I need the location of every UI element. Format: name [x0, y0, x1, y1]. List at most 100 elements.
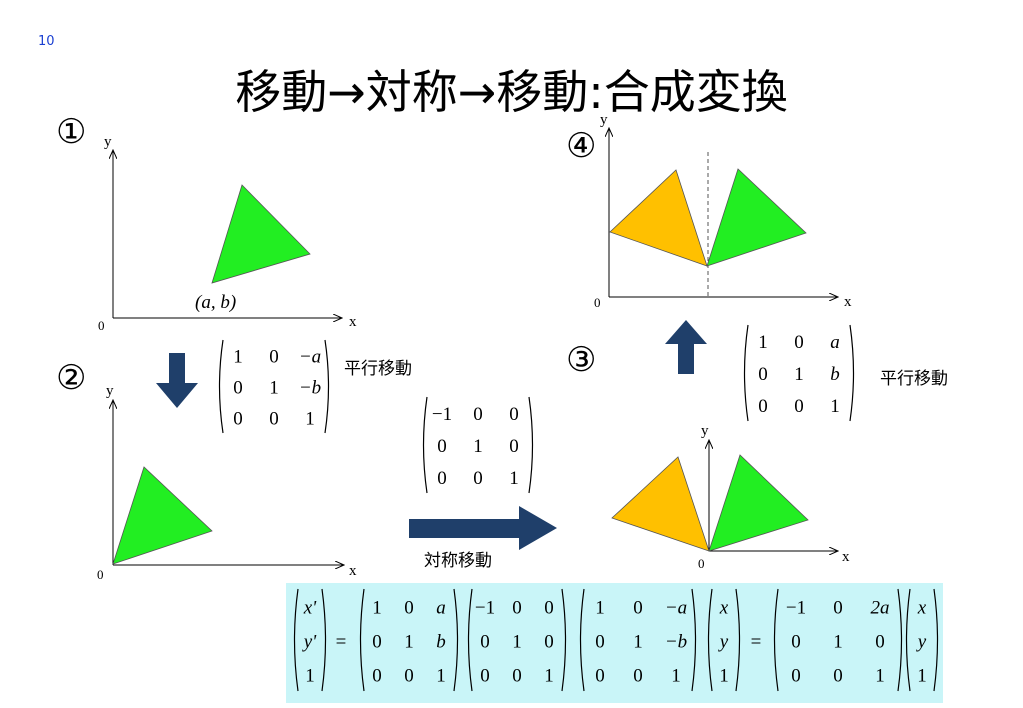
matrix-cell: 0 [833, 665, 843, 686]
matrix-cell: 0 [595, 631, 605, 652]
matrix-cell: 0 [875, 631, 885, 652]
formula-rhs-vector-2: xy 1 [916, 597, 927, 686]
matrix-cell: 0 [480, 665, 490, 686]
matrix-cell: 1 [758, 332, 768, 353]
matrix-cell: 0 [794, 396, 804, 417]
matrix-cell: b [436, 631, 446, 652]
triangle-green-3 [708, 454, 809, 552]
matrix-cell: 0 [233, 408, 243, 429]
matrix-cell: 1 [305, 408, 315, 429]
p3-origin: 0 [698, 556, 705, 571]
matrix-cell: 0 [437, 436, 447, 457]
slide-title: 移動→対称→移動:合成変換 [235, 65, 788, 119]
matrix-cell: 1 [875, 665, 885, 686]
matrix-cell: 0 [480, 631, 490, 652]
matrix-cell: x' [303, 597, 317, 618]
p1-y-label: y [104, 134, 112, 150]
matrix-cell: 1 [595, 597, 605, 618]
matrix-cell: −1 [475, 597, 495, 618]
matrix-cell: 0 [509, 436, 519, 457]
symmetric-label: 対称移動 [424, 551, 492, 571]
matrix-cell: x [719, 597, 729, 618]
matrix-cell: 1 [372, 597, 382, 618]
matrix-cell: 0 [794, 332, 804, 353]
p3-y-label: y [701, 423, 709, 439]
matrix-cell: 0 [372, 665, 382, 686]
matrix-cell: 1 [509, 468, 519, 489]
panel-3-axes: y x 0 [698, 423, 850, 571]
formula-rhs-vector-1: xy1 [718, 597, 729, 686]
matrix-cell: 1 [512, 631, 522, 652]
matrix-cell: 0 [437, 468, 447, 489]
matrix-cell: 0 [269, 408, 279, 429]
p4-y-label: y [600, 112, 608, 128]
matrix-cell: 1 [233, 346, 243, 367]
matrix-cell: 0 [758, 364, 768, 385]
matrix-cell: 0 [512, 665, 522, 686]
matrix-cell: 0 [269, 346, 279, 367]
p2-origin: 0 [97, 567, 104, 582]
triangle-orange-3 [611, 456, 710, 552]
matrix-cell: a [436, 597, 446, 618]
triangle-green-4 [706, 168, 807, 267]
matrix-cell: 0 [372, 631, 382, 652]
arrow-right-icon [409, 506, 557, 550]
matrix-cell: 0 [233, 377, 243, 398]
matrix-cell: y [916, 631, 927, 652]
panel-2-axes: y x 0 [97, 383, 357, 582]
matrix-cell: b [830, 364, 840, 385]
p1-x-label: x [349, 314, 357, 330]
translate-label-1: 平行移動 [344, 359, 412, 379]
matrix-cell: 1 [830, 396, 840, 417]
matrix-cell: −1 [786, 597, 806, 618]
p2-y-label: y [106, 383, 114, 399]
arrow-up-icon [665, 320, 707, 374]
matrix-cell: −a [299, 346, 321, 367]
matrix-cell: 0 [595, 665, 605, 686]
formula-box [286, 583, 943, 703]
matrix-cell: 0 [509, 404, 519, 425]
matrix-cell: 0 [833, 597, 843, 618]
matrix-cell: 1 [794, 364, 804, 385]
matrix-cell: 0 [791, 631, 801, 652]
p4-origin: 0 [594, 295, 601, 310]
p1-origin: 0 [98, 318, 105, 333]
arrow-down-icon [156, 353, 198, 408]
matrix-cell: a [830, 332, 840, 353]
panel-4-axes: y x 0 [594, 112, 852, 310]
p4-x-label: x [844, 294, 852, 310]
matrix-cell: 1 [404, 631, 414, 652]
matrix-cell: 1 [436, 665, 446, 686]
p3-x-label: x [842, 549, 850, 565]
matrix-cell: −b [299, 377, 321, 398]
matrix-cell: 0 [758, 396, 768, 417]
slide-number: 10 [38, 34, 55, 49]
matrix-cell: 1 [305, 665, 315, 686]
formula-translate-pos: 1 0 a 0 1 b 0 0 1 [372, 597, 446, 686]
matrix-cell: 1 [671, 665, 681, 686]
equals-sign: = [336, 631, 347, 652]
matrix-cell: 1 [544, 665, 554, 686]
matrix-cell: x [917, 597, 927, 618]
matrix-cell: 1 [633, 631, 643, 652]
point-label-ab: (a, b) [195, 292, 236, 313]
matrix-cell: 0 [633, 597, 643, 618]
matrix-cell: 1 [473, 436, 483, 457]
translate-label-2: 平行移動 [880, 369, 948, 389]
step-3-marker: ③ [566, 340, 597, 380]
triangle-green-2 [112, 466, 213, 565]
matrix-cell: 0 [633, 665, 643, 686]
matrix-cell: 1 [917, 665, 927, 686]
matrix-cell: 0 [473, 468, 483, 489]
matrix-cell: −a [665, 597, 687, 618]
triangle-green-1 [211, 184, 311, 284]
matrix-cell: 0 [404, 597, 414, 618]
step-4-marker: ④ [566, 126, 597, 166]
triangle-orange-4 [609, 169, 708, 267]
matrix-cell: 0 [404, 665, 414, 686]
